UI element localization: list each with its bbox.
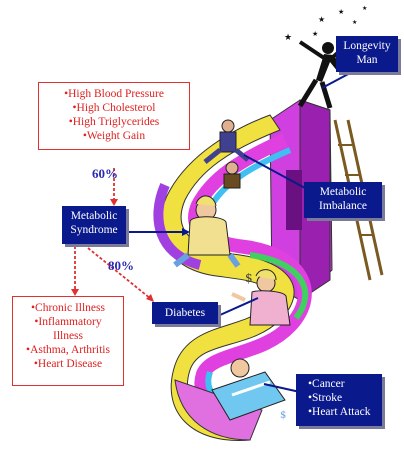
svg-text:★: ★: [318, 15, 325, 24]
svg-text:★: ★: [362, 5, 367, 12]
chronic-illness-item: •Heart Disease: [16, 357, 120, 371]
chronic-illness-box: •Chronic Illness •Inflammatory Illness •…: [12, 296, 124, 386]
svg-text:★: ★: [284, 33, 292, 43]
percent-80-label: 80%: [108, 258, 134, 274]
metabolic-imbalance-label: Metabolic Imbalance: [304, 182, 382, 218]
chronic-illness-item: •Chronic Illness: [16, 301, 120, 315]
risk-factor-item: •High Triglycerides: [42, 115, 186, 129]
svg-text:★: ★: [352, 19, 357, 26]
metabolic-syndrome-line: Metabolic: [66, 209, 122, 223]
longevity-line: Man: [340, 53, 394, 67]
chronic-illness-item: •Asthma, Arthritis: [16, 343, 120, 357]
diabetes-label: Diabetes: [152, 302, 218, 324]
chronic-illness-item: Illness: [16, 329, 120, 343]
metabolic-syndrome-line: Syndrome: [66, 223, 122, 237]
metabolic-syndrome-label: Metabolic Syndrome: [62, 206, 126, 244]
svg-text:★: ★: [312, 30, 318, 38]
risk-factor-item: •High Cholesterol: [42, 101, 186, 115]
metabolic-imbalance-line: Imbalance: [308, 199, 378, 213]
longevity-line: Longevity: [340, 39, 394, 53]
chronic-illness-item: •Inflammatory: [16, 315, 120, 329]
risk-factors-box: •High Blood Pressure •High Cholesterol •…: [38, 82, 190, 150]
risk-factor-item: •Weight Gain: [42, 129, 186, 143]
svg-text:★: ★: [338, 8, 344, 16]
outcome-item: •Heart Attack: [308, 405, 378, 419]
outcome-item: •Stroke: [308, 391, 378, 405]
svg-text:$: $: [245, 271, 253, 285]
svg-text:$: $: [280, 410, 286, 421]
outcomes-label: •Cancer •Stroke •Heart Attack: [296, 374, 382, 426]
outcome-item: •Cancer: [308, 377, 378, 391]
metabolic-imbalance-line: Metabolic: [308, 185, 378, 199]
longevity-man-label: Longevity Man: [336, 36, 398, 72]
percent-60-label: 60%: [92, 166, 118, 182]
risk-factor-item: •High Blood Pressure: [42, 87, 186, 101]
diabetes-text: Diabetes: [156, 305, 214, 321]
